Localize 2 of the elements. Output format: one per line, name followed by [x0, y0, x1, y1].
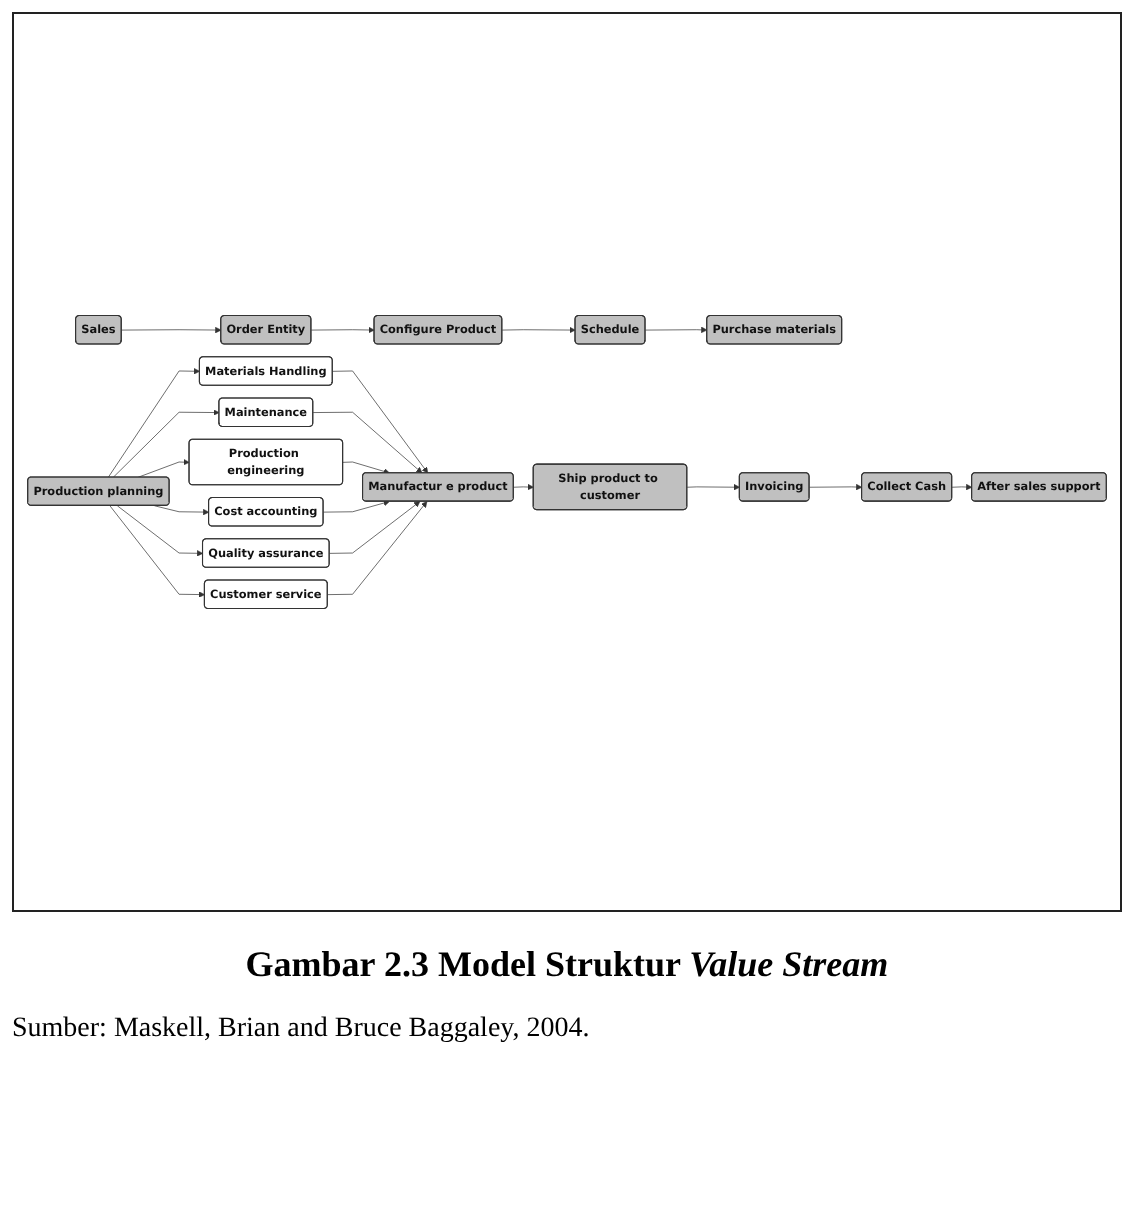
figure-caption: Gambar 2.3 Model Struktur Value Stream — [243, 944, 891, 986]
source-note: Sumber: Maskell, Brian and Bruce Baggaley, 2004. — [12, 1014, 592, 1046]
